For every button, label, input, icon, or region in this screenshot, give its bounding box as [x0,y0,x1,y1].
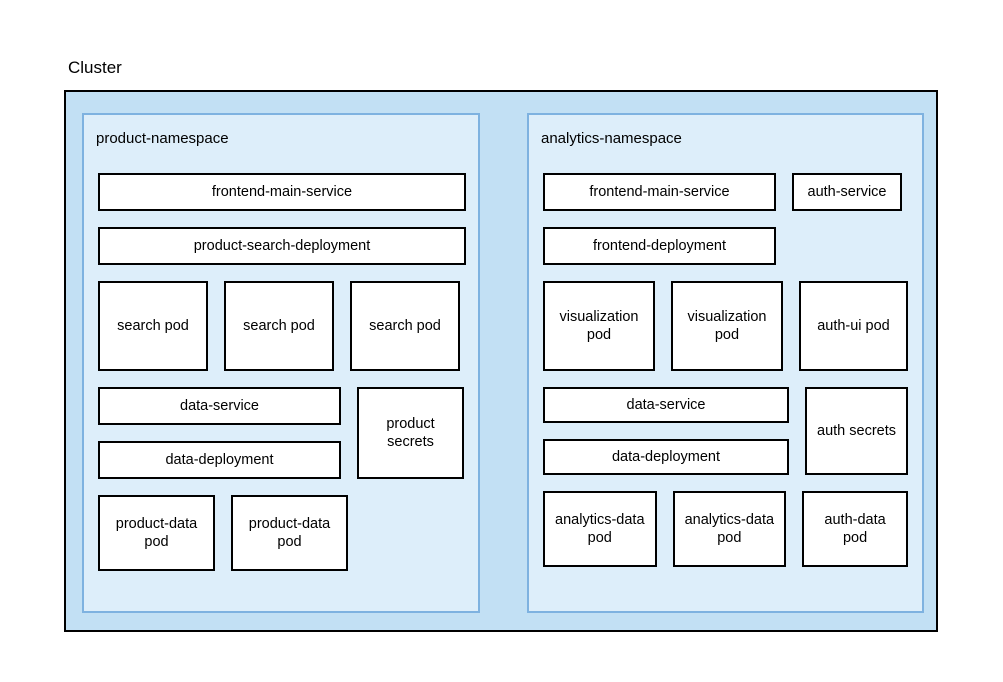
product-data-pod-row: product-data pod product-data pod [98,495,464,571]
node-analytics-data-pod[interactable]: analytics-data pod [543,491,657,567]
namespace-analytics-body: frontend-main-service frontend-deploymen… [543,173,909,567]
frontend-stack: frontend-main-service frontend-deploymen… [543,173,776,265]
node-search-pod[interactable]: search pod [350,281,460,371]
node-search-pod[interactable]: search pod [98,281,208,371]
cluster-container: product-namespace frontend-main-service … [64,90,938,632]
namespace-analytics: analytics-namespace frontend-main-servic… [527,113,924,613]
data-and-secrets-row: data-service data-deployment product sec… [98,387,464,479]
namespace-product-label: product-namespace [96,130,229,147]
node-frontend-main-service[interactable]: frontend-main-service [543,173,776,211]
node-product-search-deployment[interactable]: product-search-deployment [98,227,466,265]
node-data-service[interactable]: data-service [98,387,341,425]
namespace-product: product-namespace frontend-main-service … [82,113,480,613]
node-auth-secrets[interactable]: auth secrets [805,387,908,475]
node-auth-ui-pod[interactable]: auth-ui pod [798,281,908,371]
visualization-pod-row: visualization pod visualization pod auth… [543,281,908,371]
node-data-deployment[interactable]: data-deployment [543,439,789,475]
node-product-secrets[interactable]: product secrets [357,387,464,479]
search-pod-row: search pod search pod search pod [98,281,464,371]
analytics-data-pod-row: analytics-data pod analytics-data pod au… [543,491,909,567]
node-data-deployment[interactable]: data-deployment [98,441,341,479]
node-frontend-deployment[interactable]: frontend-deployment [543,227,776,265]
node-search-pod[interactable]: search pod [224,281,334,371]
node-analytics-data-pod[interactable]: analytics-data pod [672,491,787,567]
node-visualization-pod[interactable]: visualization pod [543,281,655,371]
namespace-product-body: frontend-main-service product-search-dep… [98,173,466,571]
namespace-analytics-label: analytics-namespace [541,130,682,147]
analytics-data-and-secrets-row: data-service data-deployment auth secret… [543,387,908,475]
node-data-service[interactable]: data-service [543,387,789,423]
analytics-service-row: frontend-main-service frontend-deploymen… [543,173,908,265]
cluster-label: Cluster [68,58,122,77]
data-stack: data-service data-deployment [98,387,341,479]
node-product-data-pod[interactable]: product-data pod [231,495,348,571]
node-frontend-main-service[interactable]: frontend-main-service [98,173,466,211]
node-auth-data-pod[interactable]: auth-data pod [802,491,909,567]
node-auth-service[interactable]: auth-service [792,173,902,211]
node-visualization-pod[interactable]: visualization pod [670,281,783,371]
analytics-data-stack: data-service data-deployment [543,387,789,475]
node-product-data-pod[interactable]: product-data pod [98,495,215,571]
